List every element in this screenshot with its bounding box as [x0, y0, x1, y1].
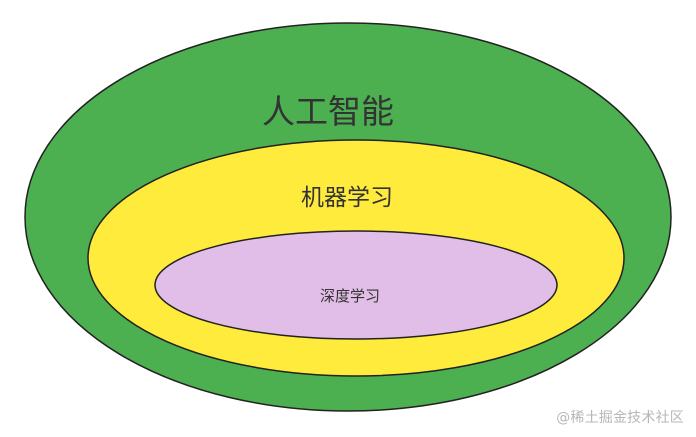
deep-learning-ellipse	[154, 230, 558, 340]
watermark: @稀土掘金技术社区	[556, 410, 684, 426]
deep-learning-label: 深度学习	[320, 287, 380, 305]
machine-learning-label: 机器学习	[301, 185, 393, 211]
artificial-intelligence-label: 人工智能	[262, 92, 394, 131]
